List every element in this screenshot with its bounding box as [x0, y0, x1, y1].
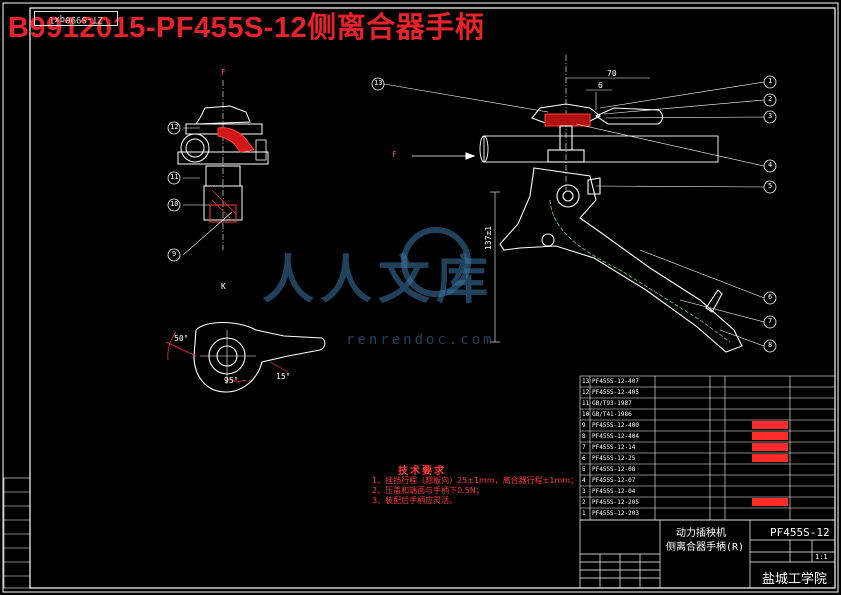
bom-row-code: PF455S-12-203	[592, 510, 639, 517]
part-name: 侧离合器手柄(R)	[666, 542, 745, 553]
bom-row-code: PF455S-12-404	[592, 433, 639, 440]
callout-11: 11	[170, 173, 179, 181]
bom-row-code: PF455S-12-08	[592, 466, 636, 473]
callout-9: 9	[172, 250, 177, 258]
tech-requirements-title: 技术要求	[398, 466, 446, 477]
section-f-view	[177, 80, 269, 250]
bom-row-code: PF455S-12-400	[592, 422, 639, 429]
bom-row-code: PF455S-12-205	[592, 499, 639, 506]
bom-row-number: 11	[582, 400, 590, 407]
title-block	[579, 519, 836, 589]
bom-row-number: 7	[582, 444, 586, 451]
bom-row-number: 10	[582, 411, 590, 418]
bom-row-number: 1	[582, 510, 586, 517]
bom-row-code: PF455S-12-407	[592, 378, 639, 385]
callout-3: 3	[768, 112, 773, 120]
bom-row-code: PF455S-12-04	[592, 488, 636, 495]
dim-6: 6	[598, 81, 603, 90]
bom-row-code: GB/T41-1986	[592, 411, 632, 418]
angle-95: 95°	[224, 376, 239, 385]
tech-requirement-item: 3、装配后手柄应灵活。	[372, 496, 458, 505]
bom-row-number: 3	[582, 488, 586, 495]
bom-row-number: 6	[582, 455, 586, 462]
section-f-label: F	[221, 68, 226, 77]
bom-row-code: PF455S-12-07	[592, 477, 636, 484]
callout-2: 2	[768, 95, 773, 103]
dim-70: 70	[607, 69, 617, 78]
bom-row-number: 13	[582, 378, 590, 385]
bom-row-number: 2	[582, 499, 586, 506]
watermark-text: 人人文库	[262, 250, 495, 311]
bom-row-code: PF455S-12-25	[592, 455, 636, 462]
arrow-f-label: F	[392, 150, 397, 159]
bom-row-code: PF455S-12-405	[592, 389, 639, 396]
bom-row-number: 4	[582, 477, 586, 484]
bom-table	[579, 375, 836, 521]
tech-requirement-item: 1、挂挡行程（翘板向）25±1mm，离合器行程±1mm；	[372, 476, 579, 485]
bom-row-number: 12	[582, 389, 590, 396]
view-k-label: K	[221, 282, 226, 291]
drawing-title-banner: B9912015-PF455S-12侧离合器手柄	[8, 12, 485, 44]
callout-1: 1	[768, 77, 773, 85]
callout-5: 5	[768, 182, 773, 190]
callout-12: 12	[170, 123, 179, 131]
bom-row-number: 9	[582, 422, 586, 429]
callout-10: 10	[170, 200, 179, 208]
bom-row-number: 5	[582, 466, 586, 473]
drawing-number: PF455S-12	[770, 526, 830, 539]
school-name: 盐城工学院	[762, 572, 828, 587]
watermark-url: renrendoc.com	[346, 332, 495, 348]
bom-row-number: 8	[582, 433, 586, 440]
product-name: 动力插秧机	[676, 528, 726, 539]
callout-8: 8	[768, 341, 773, 349]
corner-stamp: ZT-S990qxl	[34, 11, 118, 26]
angle-15: 15°	[276, 372, 291, 381]
tech-requirement-item: 2、压盖和端面与手柄下0.5N；	[372, 486, 484, 495]
main-assembly-view	[412, 55, 743, 353]
callout-6: 6	[768, 293, 773, 301]
callout-7: 7	[768, 317, 773, 325]
dim-137: 137±1	[484, 225, 493, 250]
callout-13: 13	[374, 79, 383, 87]
scale-value: 1:1	[815, 553, 828, 561]
bom-row-code: GB/T93-1987	[592, 400, 632, 407]
tech-requirements-list: 1、挂挡行程（翘板向）25±1mm，离合器行程±1mm； 2、压盖和端面与手柄下…	[372, 476, 578, 506]
callout-4: 4	[768, 161, 773, 169]
bom-row-code: PF455S-12-14	[592, 444, 636, 451]
angle-50: 50°	[174, 334, 189, 343]
view-k	[165, 322, 326, 393]
